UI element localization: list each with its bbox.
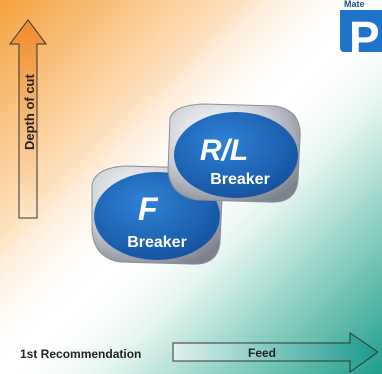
rl-breaker-disc xyxy=(174,112,298,198)
y-axis-label: Depth of cut xyxy=(22,74,37,150)
depth-of-cut-arrow: Depth of cut xyxy=(9,19,47,219)
f-breaker-word: Breaker xyxy=(127,234,187,251)
material-label: Mate xyxy=(344,0,365,9)
f-breaker-letter: F xyxy=(138,191,159,227)
material-letter: P xyxy=(349,12,380,64)
rl-breaker-badge: R/L Breaker xyxy=(167,103,301,203)
recommendation-label: 1st Recommendation xyxy=(20,347,141,361)
rl-breaker-word: Breaker xyxy=(210,171,270,188)
rl-breaker-letter: R/L xyxy=(200,134,248,167)
vertical-arrow-shape xyxy=(9,19,47,219)
horizontal-arrow-shape xyxy=(172,332,379,373)
material-badge: Mate P xyxy=(336,0,382,64)
feed-arrow: Feed xyxy=(172,332,379,373)
x-axis-label: Feed xyxy=(248,346,276,360)
